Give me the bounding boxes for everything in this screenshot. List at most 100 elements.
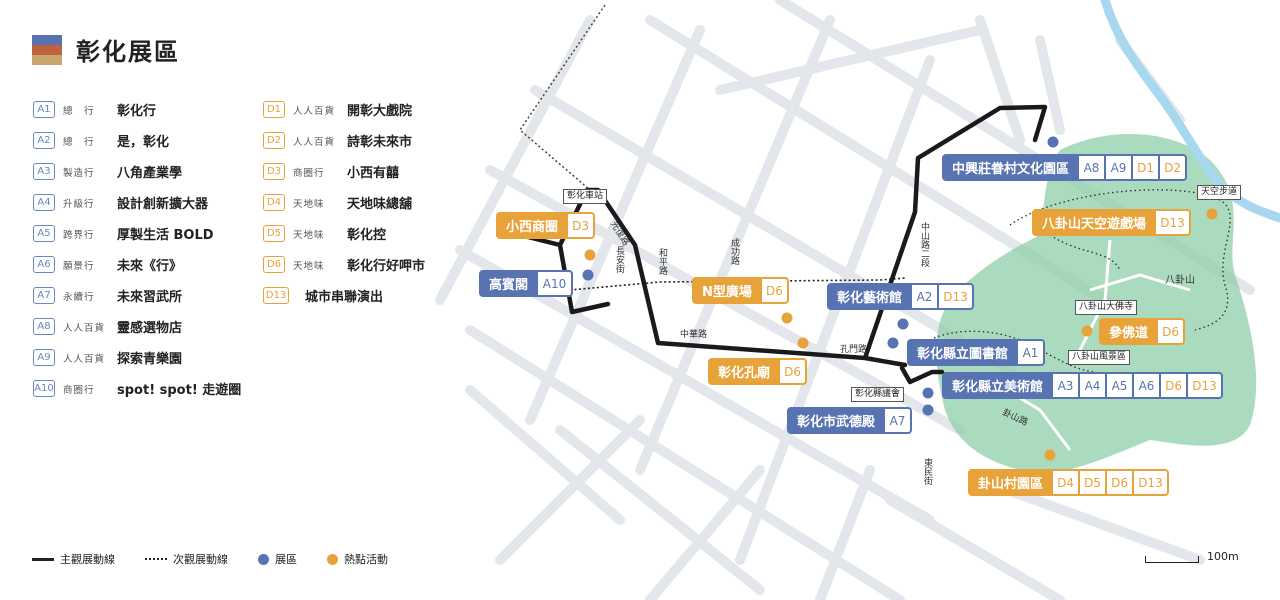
exhibit-category: 製造行 bbox=[63, 167, 95, 179]
venue-n-plaza[interactable]: N型廣場 D6 bbox=[692, 277, 789, 304]
venue-code: D13 bbox=[1134, 471, 1168, 494]
venue-code: D13 bbox=[939, 285, 973, 308]
event-code: D6 bbox=[263, 256, 285, 273]
venue-code: A2 bbox=[912, 285, 938, 308]
exhibit-name: 設計創新擴大器 bbox=[117, 197, 209, 212]
venue-code: A6 bbox=[1134, 374, 1160, 397]
event-category: 商圈行 bbox=[293, 167, 325, 179]
venue-county-art-museum[interactable]: 彰化縣立美術館 A3 A4 A5 A6 D6 D13 bbox=[942, 372, 1224, 399]
legend-label: 展區 bbox=[275, 553, 297, 566]
legend-main-route: 主觀展動線 bbox=[32, 551, 115, 567]
venue-confucius-temple[interactable]: 彰化孔廟 D6 bbox=[708, 358, 808, 385]
venue-changhua-art-hall[interactable]: 彰化藝術館 A2 D13 bbox=[827, 283, 975, 310]
venue-name: 中興莊眷村文化園區 bbox=[952, 162, 1070, 177]
venue-name: 彰化縣立圖書館 bbox=[917, 347, 1009, 362]
event-code: D5 bbox=[263, 225, 285, 242]
scale-bar: 100m bbox=[1145, 550, 1239, 563]
event-name: 城市串聯演出 bbox=[305, 290, 384, 305]
exhibit-code: A8 bbox=[33, 318, 55, 335]
venue-code: D6 bbox=[761, 279, 787, 302]
venue-name: 高賓閣 bbox=[489, 278, 529, 293]
event-name: 小西有囍 bbox=[347, 166, 400, 181]
venue-name: 卦山村園區 bbox=[978, 477, 1044, 492]
exhibit-name: 八角產業學 bbox=[117, 166, 183, 181]
venue-code: D1 bbox=[1133, 156, 1159, 179]
exhibit-code: A3 bbox=[33, 163, 55, 180]
venue-buddha-trail[interactable]: 參佛道 D6 bbox=[1099, 318, 1186, 345]
exhibit-name: 未來《行》 bbox=[117, 259, 183, 274]
venue-name: 彰化縣立美術館 bbox=[952, 380, 1044, 395]
buddha-temple-label: 八卦山大佛寺 bbox=[1075, 300, 1138, 315]
venue-code: A10 bbox=[538, 272, 572, 295]
venue-code: D6 bbox=[1161, 374, 1187, 397]
exhibit-name: 是，彰化 bbox=[117, 135, 170, 150]
exhibit-code: A10 bbox=[33, 380, 55, 397]
event-category: 天地味 bbox=[293, 229, 325, 241]
venue-guashan-village[interactable]: 卦山村園區 D4 D5 D6 D13 bbox=[968, 469, 1170, 496]
event-name: 開彰大戲院 bbox=[347, 104, 413, 119]
venue-name: 彰化藝術館 bbox=[837, 291, 903, 306]
scenic-area-label: 八卦山風景區 bbox=[1068, 350, 1131, 365]
venue-zhongxing-village[interactable]: 中興莊眷村文化園區 A8 A9 D1 D2 bbox=[942, 154, 1188, 181]
street-zhonghua: 中華路 bbox=[680, 330, 708, 340]
exhibit-name: 未來習武所 bbox=[117, 290, 183, 305]
venue-wude-hall[interactable]: 彰化市武德殿 A7 bbox=[787, 407, 913, 434]
venue-xiaoxi-market[interactable]: 小西商圈 D3 bbox=[496, 212, 596, 239]
exhibit-category: 升級行 bbox=[63, 198, 95, 210]
exhibit-category: 人人百貨 bbox=[63, 353, 106, 365]
exhibit-category: 總 行 bbox=[63, 105, 95, 117]
exhibit-category: 跨界行 bbox=[63, 229, 95, 241]
list-item[interactable]: D13 城市串聯演出 bbox=[263, 280, 425, 311]
venue-gaobinge[interactable]: 高賓閣 A10 bbox=[479, 270, 574, 297]
legend-secondary-route: 次觀展動線 bbox=[145, 551, 228, 567]
county-council-label: 彰化縣議會 bbox=[851, 387, 905, 402]
legend-label: 主觀展動線 bbox=[60, 553, 115, 566]
venue-bagua-sky-playground[interactable]: 八卦山天空遊戲場 D13 bbox=[1032, 209, 1192, 236]
page-header: 彰化展區 bbox=[32, 32, 180, 67]
venue-code: D4 bbox=[1053, 471, 1079, 494]
venue-name: 彰化孔廟 bbox=[718, 366, 771, 381]
exhibit-category: 總 行 bbox=[63, 136, 95, 148]
event-name: 天地味總舖 bbox=[347, 197, 413, 212]
event-code: D4 bbox=[263, 194, 285, 211]
venue-name: 參佛道 bbox=[1109, 326, 1149, 341]
event-name: 詩彰未來市 bbox=[347, 135, 413, 150]
exhibit-name: 厚製生活 BOLD bbox=[117, 228, 214, 243]
event-code: D1 bbox=[263, 101, 285, 118]
venue-code: A4 bbox=[1080, 374, 1106, 397]
legend-label: 熱點活動 bbox=[344, 553, 388, 566]
event-name: 彰化行好呷市 bbox=[347, 259, 426, 274]
venue-county-library[interactable]: 彰化縣立圖書館 A1 bbox=[907, 339, 1046, 366]
sky-trail-label: 天空步道 bbox=[1197, 185, 1242, 200]
event-code: D13 bbox=[263, 287, 289, 304]
venue-code: D6 bbox=[1107, 471, 1133, 494]
street-kongmen: 孔門路 bbox=[840, 345, 868, 355]
river bbox=[1100, 0, 1280, 223]
exhibit-code: A7 bbox=[33, 287, 55, 304]
map-legend: 主觀展動線 次觀展動線 展區 熱點活動 bbox=[32, 551, 418, 567]
exhibit-category: 人人百貨 bbox=[63, 322, 106, 334]
exhibit-name: 探索青樂園 bbox=[117, 352, 183, 367]
legend-label: 次觀展動線 bbox=[173, 553, 228, 566]
solid-line-icon bbox=[32, 557, 54, 561]
mountain-label: 八卦山 bbox=[1165, 275, 1195, 286]
exhibit-name: spot! spot! 走遊圈 bbox=[117, 383, 242, 398]
list-item[interactable]: A3 製造行 八角產業學 bbox=[33, 156, 241, 187]
